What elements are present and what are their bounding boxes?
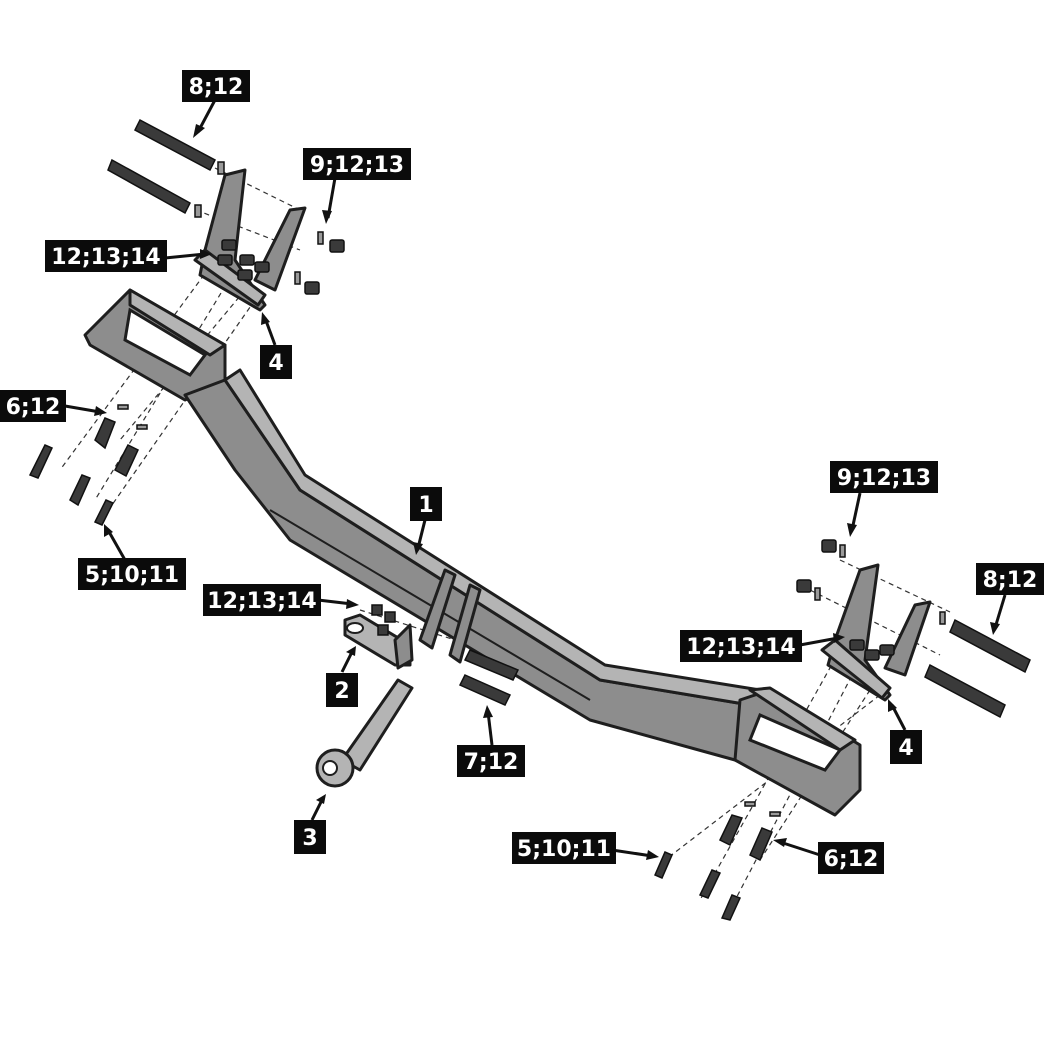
callout-text: 6;12	[824, 847, 879, 872]
right-nuts-washers	[796, 539, 846, 601]
callout-5-10-11-right: 5;10;11	[512, 832, 616, 864]
tow-ball-neck	[315, 678, 414, 788]
callout-text: 7;12	[464, 750, 519, 775]
callout-text: 4	[898, 736, 913, 761]
callout-text: 1	[418, 493, 433, 518]
callout-text: 12;13;14	[686, 635, 795, 660]
callout-7-12: 7;12	[457, 745, 525, 777]
callout-1: 1	[410, 487, 442, 521]
callout-6-12-right: 6;12	[818, 842, 884, 874]
callout-text: 9;12;13	[310, 153, 404, 178]
callout-9-12-13-right: 9;12;13	[830, 461, 938, 493]
left-nuts-washers	[294, 231, 345, 295]
callout-12-13-14-center: 12;13;14	[203, 584, 321, 616]
callout-text: 12;13;14	[51, 245, 160, 270]
left-long-bolts	[107, 118, 225, 218]
callout-2: 2	[326, 673, 358, 707]
callout-text: 3	[302, 826, 317, 851]
center-mounting-plate	[343, 604, 414, 670]
left-side-bracket	[193, 168, 307, 312]
callout-12-13-14-right: 12;13;14	[680, 630, 802, 662]
callout-5-10-11-left: 5;10;11	[78, 558, 186, 590]
right-long-bolts	[924, 611, 1031, 719]
callout-8-12-right: 8;12	[976, 563, 1044, 595]
right-side-bracket	[820, 563, 932, 702]
callout-labels: 8;12 9;12;13 12;13;14 4 6;12 5;10;11 1	[0, 70, 1044, 874]
callout-4-right: 4	[890, 730, 922, 764]
crossbar-main-beam	[83, 288, 862, 817]
left-bottom-bolts	[28, 404, 148, 526]
callout-3: 3	[294, 820, 326, 854]
callout-6-12-left: 6;12	[0, 390, 66, 422]
callout-text: 12;13;14	[207, 589, 316, 614]
callout-text: 4	[268, 351, 283, 376]
callout-9-12-13-left: 9;12;13	[303, 148, 411, 180]
callout-12-13-14-left: 12;13;14	[45, 240, 167, 272]
callout-8-12-left: 8;12	[182, 70, 250, 102]
callout-text: 8;12	[189, 75, 244, 100]
leader-arrows	[64, 99, 1007, 860]
callout-text: 2	[334, 679, 349, 704]
callout-text: 9;12;13	[837, 466, 931, 491]
callout-text: 6;12	[6, 395, 61, 420]
callout-text: 5;10;11	[85, 563, 179, 588]
callout-text: 5;10;11	[517, 837, 611, 862]
callout-4-left: 4	[260, 345, 292, 379]
right-bottom-bolts	[654, 801, 781, 921]
center-bolt	[458, 649, 520, 706]
callout-text: 8;12	[983, 568, 1038, 593]
